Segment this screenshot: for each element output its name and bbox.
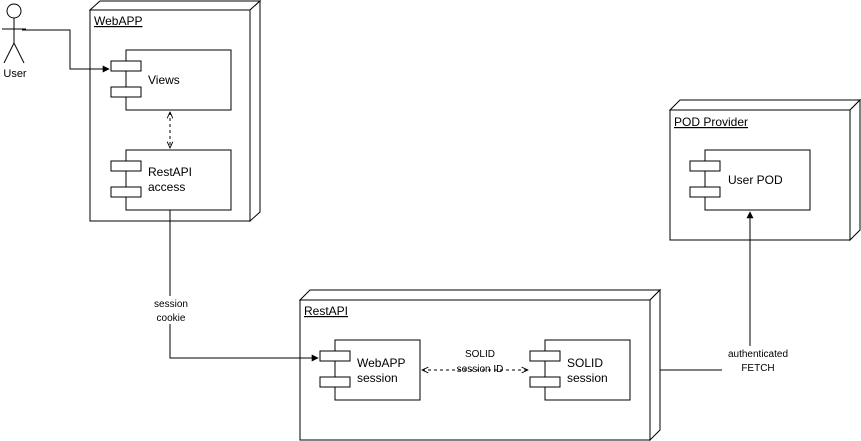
- node-pod-provider-top-face: [668, 99, 861, 111]
- component-views-port-top: [110, 60, 142, 72]
- component-solid-session-label-line2: session: [567, 371, 608, 385]
- component-restapi-access-body: [125, 149, 232, 211]
- component-restapi-access-label-line2: access: [148, 180, 185, 194]
- component-solid-session[interactable]: SOLID session: [529, 339, 631, 401]
- edge-restapi-access-to-webapp-session[interactable]: [169, 210, 319, 362]
- edge-session-cookie-label-line2: cookie: [157, 313, 186, 324]
- component-restapi-access-port-top: [110, 160, 142, 172]
- component-solid-session-port-bottom: [529, 376, 561, 388]
- component-restapi-access-label-line1: RestAPI: [148, 165, 192, 179]
- component-webapp-session[interactable]: WebAPP session: [319, 339, 421, 401]
- component-views-port-bottom: [110, 86, 142, 98]
- node-pod-provider-side-face: [849, 98, 861, 242]
- edge-solid-session-id-label-line1: SOLID: [465, 349, 495, 360]
- node-restapi-side-face: [649, 288, 661, 441]
- component-solid-session-body: [544, 339, 631, 401]
- edge-user-to-views[interactable]: [22, 29, 110, 73]
- component-webapp-session-label-line1: WebAPP: [357, 356, 405, 370]
- edge-session-cookie-label-bg: [148, 296, 193, 324]
- actor-label: User: [3, 68, 27, 80]
- component-webapp-session-body: [334, 339, 421, 401]
- actor-left-leg: [3, 42, 15, 64]
- actor-right-leg: [13, 42, 25, 64]
- user-actor[interactable]: User: [2, 3, 27, 80]
- component-solid-session-port-top: [529, 350, 561, 362]
- component-webapp-session-port-bottom: [319, 376, 351, 388]
- edge-session-cookie-label-line1: session: [154, 299, 188, 310]
- node-webapp-side-face: [249, 0, 261, 223]
- edge-authenticated-fetch-label-bg: [722, 346, 794, 374]
- component-views-body: [125, 49, 232, 111]
- component-webapp-session-label-line2: session: [357, 371, 398, 385]
- component-views[interactable]: Views: [110, 49, 232, 111]
- component-restapi-access[interactable]: RestAPI access: [110, 149, 232, 211]
- node-webapp-title: WebAPP: [94, 14, 142, 28]
- edge-solid-session-id-label-bg: [452, 347, 508, 362]
- component-solid-session-label-line1: SOLID: [567, 356, 603, 370]
- component-views-label: Views: [148, 73, 180, 87]
- node-pod-provider-title: POD Provider: [674, 115, 748, 129]
- component-webapp-session-port-top: [319, 350, 351, 362]
- node-restapi-top-face: [298, 289, 662, 301]
- component-user-pod-port-bottom: [689, 186, 721, 198]
- actor-head: [6, 3, 22, 19]
- node-webapp-top-face: [88, 0, 262, 11]
- edge-authenticated-fetch-label-line2: FETCH: [741, 363, 774, 374]
- component-user-pod[interactable]: User POD: [689, 149, 811, 211]
- edge-solid-session-id-label-line2: session ID: [457, 364, 504, 375]
- edge-authenticated-fetch-label-line1: authenticated: [728, 349, 788, 360]
- component-user-pod-port-top: [689, 160, 721, 172]
- node-restapi-title: RestAPI: [304, 304, 348, 318]
- component-user-pod-body: [704, 149, 811, 211]
- component-user-pod-label: User POD: [728, 173, 783, 187]
- component-restapi-access-port-bottom: [110, 186, 142, 198]
